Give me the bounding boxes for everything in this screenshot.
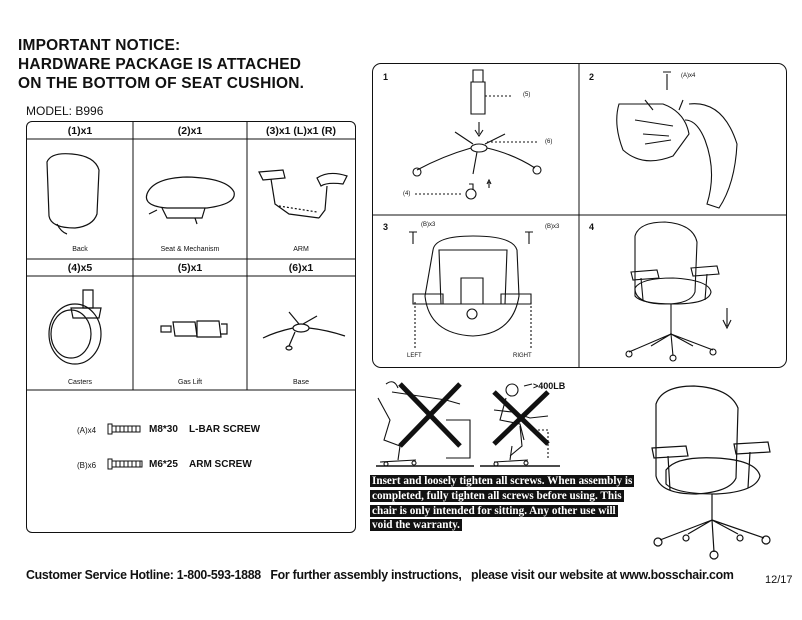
parts-list-box: (1)x1 (2)x1 (3)x1 (L)x1 (R) Back Seat & …	[26, 121, 356, 533]
arm-illustration	[258, 169, 348, 219]
part-caption-arm: ARM	[293, 246, 309, 253]
assembled-chair-illustration	[651, 385, 771, 560]
step-number-1: 1	[383, 72, 389, 82]
step3-label-right-screws: (B)x3	[545, 224, 560, 230]
parts-grid-lines	[27, 122, 355, 391]
assembly-steps-box: 1 2 3 4 (5) (6) (4) (A)x4 (B)x3 (B)x3 LE…	[372, 63, 787, 368]
footer-website[interactable]: please visit our website at www.bosschai…	[471, 567, 734, 582]
part-header-back: (1)x1	[67, 125, 93, 137]
no-reclining-illustration	[376, 381, 474, 467]
footer-instructions: For further assembly instructions,	[270, 567, 462, 582]
step1-label-caster: (4)	[403, 191, 411, 197]
step-number-3: 3	[383, 222, 389, 232]
footer: Customer Service Hotline: 1-800-593-1888…	[26, 567, 734, 582]
important-notice: IMPORTANT NOTICE: HARDWARE PACKAGE IS AT…	[18, 36, 304, 93]
page-number: 12/17	[765, 574, 793, 586]
part-caption-seat: Seat & Mechanism	[160, 246, 220, 253]
part-caption-gas-lift: Gas Lift	[177, 379, 203, 386]
part-header-seat: (2)x1	[177, 125, 203, 137]
step-number-4: 4	[589, 222, 595, 232]
steps-grid-lines	[373, 64, 786, 367]
step-number-2: 2	[589, 72, 595, 82]
notice-line-2: HARDWARE PACKAGE IS ATTACHED	[18, 56, 302, 73]
part-header-casters: (4)x5	[67, 262, 93, 274]
model-number: MODEL: B996	[26, 104, 104, 118]
notice-line-1: IMPORTANT NOTICE:	[18, 37, 181, 54]
screw-b-id: (B)x6	[77, 461, 97, 470]
warning-notice: Insert and loosely tighten all screws. W…	[370, 474, 638, 533]
step3-label-right: RIGHT	[513, 353, 532, 359]
customer-hotline: Customer Service Hotline: 1-800-593-1888	[26, 567, 261, 582]
part-caption-casters: Casters	[67, 379, 93, 386]
step2-illustration	[616, 71, 738, 209]
part-header-arm: (3)x1 (L)x1 (R)	[265, 125, 336, 137]
step3-illustration	[409, 231, 533, 350]
screw-a-id: (A)x4	[77, 426, 97, 435]
screw-a-name: L-BAR SCREW	[189, 424, 261, 435]
step3-label-left: LEFT	[407, 353, 422, 359]
weight-limit-illustration	[480, 383, 560, 467]
notice-line-3: ON THE BOTTOM OF SEAT CUSHION.	[18, 75, 305, 92]
arm-screw-icon	[107, 458, 143, 470]
seat-illustration	[145, 176, 235, 225]
part-caption-back: Back	[72, 246, 88, 253]
base-illustration	[262, 311, 346, 351]
part-header-gas-lift: (5)x1	[177, 262, 203, 274]
l-bar-screw-icon	[107, 423, 141, 435]
warning-text: Insert and loosely tighten all screws. W…	[370, 475, 635, 532]
screw-a-size: M8*30	[149, 424, 178, 435]
screw-b-name: ARM SCREW	[189, 459, 252, 470]
back-illustration	[46, 153, 100, 235]
step1-label-base: (6)	[545, 139, 553, 145]
step3-label-left-screws: (B)x3	[421, 222, 436, 228]
part-header-base: (6)x1	[288, 262, 314, 274]
step4-illustration	[625, 221, 732, 362]
step1-label-gas-lift: (5)	[523, 92, 531, 98]
step2-label-screws: (A)x4	[681, 73, 696, 79]
step1-illustration	[412, 69, 542, 200]
gas-lift-illustration	[160, 320, 228, 338]
part-caption-base: Base	[293, 379, 309, 386]
screw-b-size: M6*25	[149, 459, 178, 470]
weight-limit-label: >400LB	[533, 381, 566, 391]
caster-illustration	[48, 289, 102, 365]
